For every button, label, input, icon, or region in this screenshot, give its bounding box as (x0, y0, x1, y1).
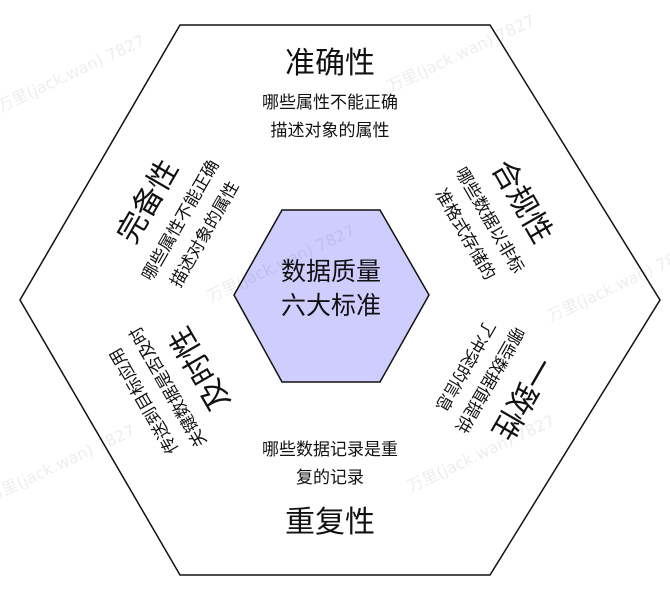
side-desc: 哪些属性不能正确 (262, 93, 398, 113)
side-desc: 哪些数据记录是重 (262, 440, 398, 460)
side-duplication: 哪些数据记录是重 复的记录 重复性 (200, 436, 460, 542)
center-line-1: 数据质量 (280, 257, 381, 286)
center-hexagon (233, 209, 430, 383)
side-title: 准确性 (285, 46, 375, 81)
center-label: 数据质量 六大标准 (231, 255, 431, 323)
side-desc: 描述对象的属性 (270, 121, 390, 141)
side-desc: 复的记录 (296, 468, 364, 488)
side-title: 重复性 (285, 505, 375, 540)
side-accuracy: 准确性 哪些属性不能正确 描述对象的属性 (200, 45, 460, 145)
center-line-2: 六大标准 (280, 291, 381, 320)
